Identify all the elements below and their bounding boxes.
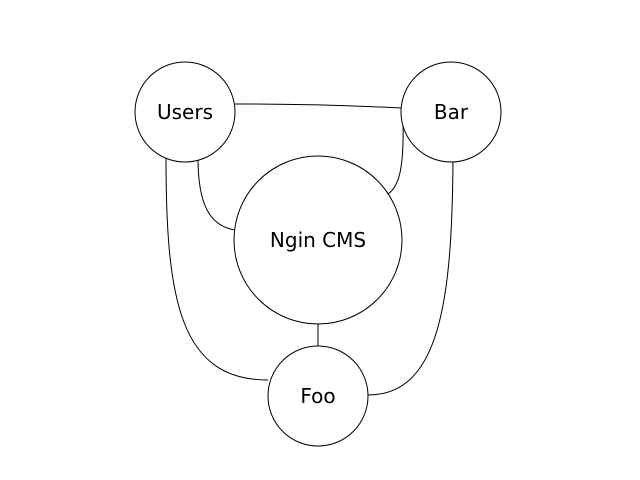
node-ngin-cms-circle bbox=[233, 155, 403, 325]
node-users-label: Users bbox=[157, 100, 213, 124]
edge-bar-cms bbox=[387, 119, 404, 195]
node-ngin-cms-label: Ngin CMS bbox=[270, 228, 366, 252]
node-bar-label: Bar bbox=[434, 100, 469, 124]
node-ngin-cms[interactable]: Ngin CMS bbox=[233, 155, 403, 325]
node-bar-circle bbox=[400, 61, 502, 163]
node-foo[interactable]: Foo bbox=[267, 345, 369, 447]
node-foo-label: Foo bbox=[300, 384, 335, 408]
node-foo-circle bbox=[267, 345, 369, 447]
edge-users-cms bbox=[197, 157, 236, 231]
node-users[interactable]: Users bbox=[134, 61, 236, 163]
node-users-circle bbox=[134, 61, 236, 163]
edge-users-foo bbox=[165, 157, 269, 381]
edge-bar-foo bbox=[367, 159, 454, 396]
node-bar[interactable]: Bar bbox=[400, 61, 502, 163]
edge-users-bar bbox=[234, 103, 403, 109]
